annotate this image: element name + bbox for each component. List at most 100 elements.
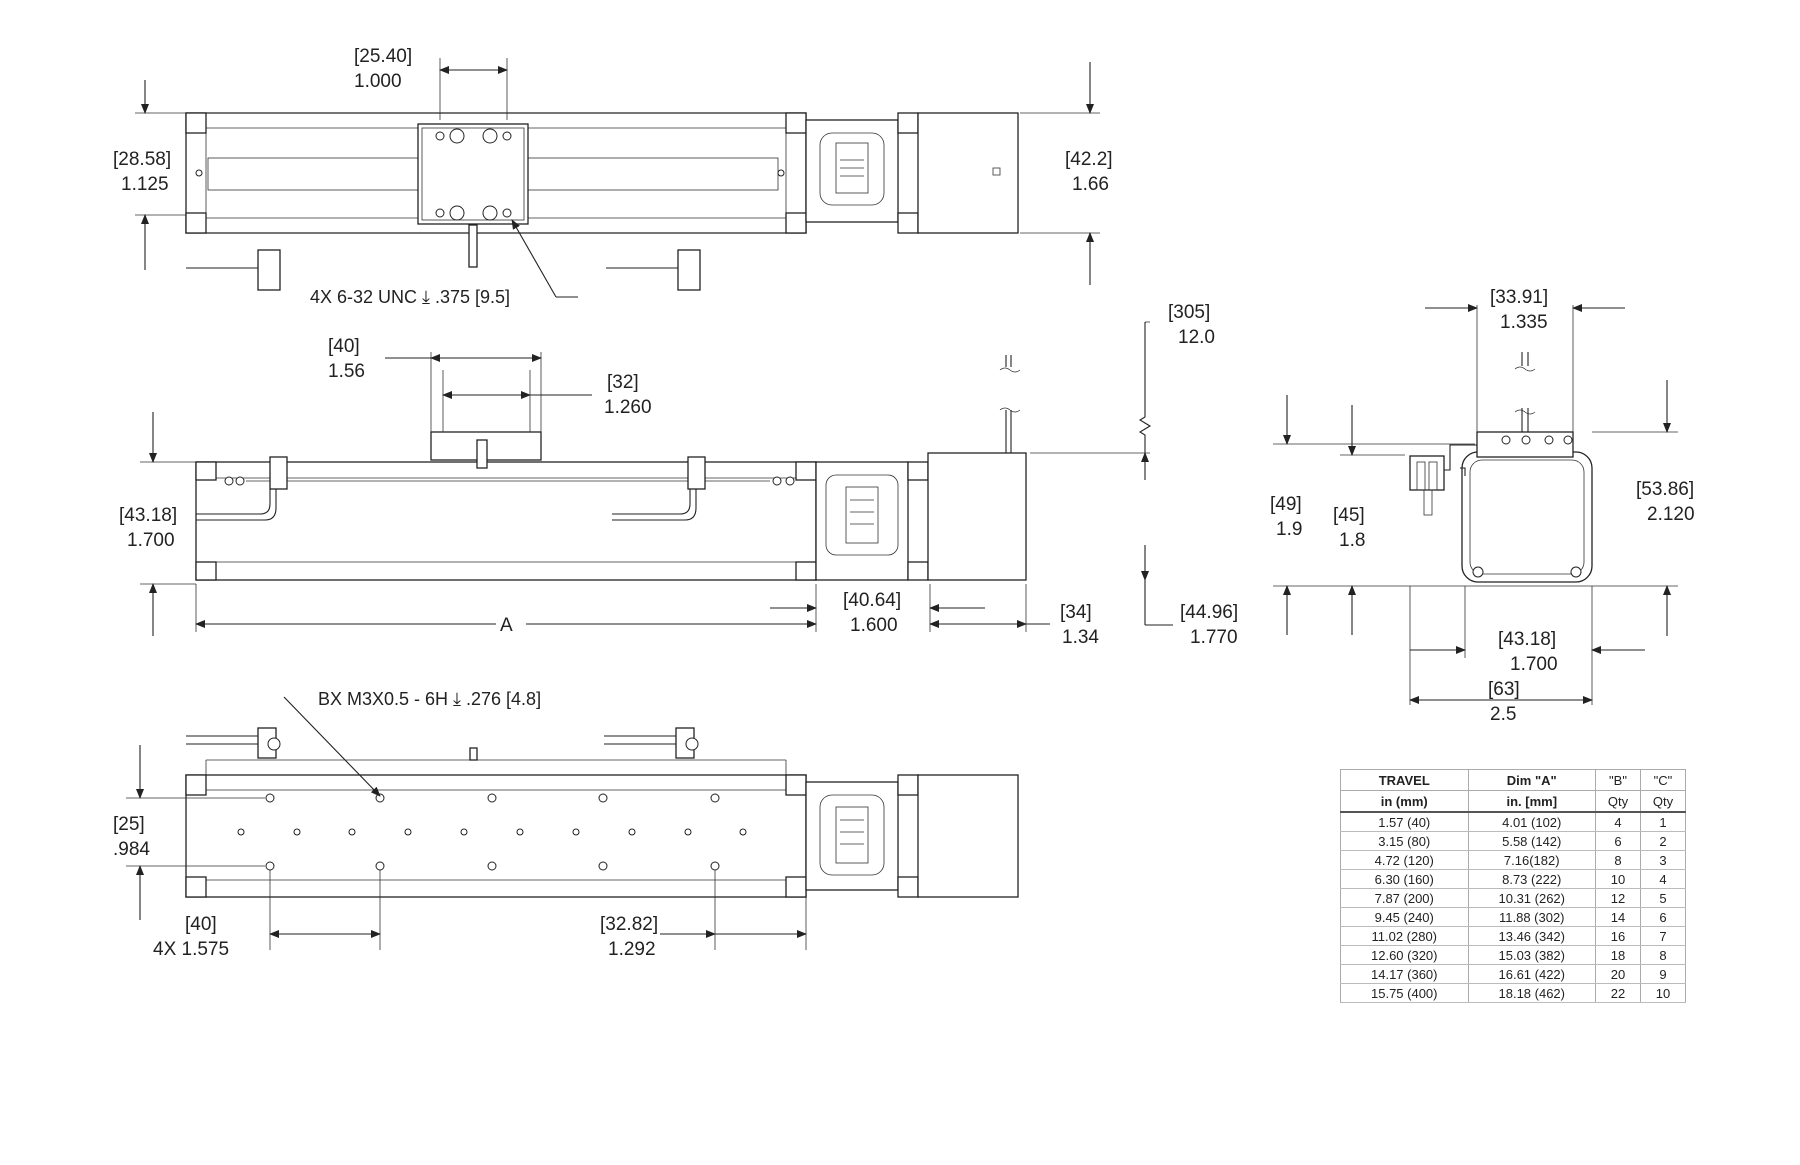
table-cell: 9.45 (240) xyxy=(1340,907,1469,927)
table-cell: 14 xyxy=(1595,907,1641,927)
bottom-dim-3282-in: 1.292 xyxy=(608,939,656,960)
table-cell: 6 xyxy=(1639,907,1687,927)
table-cell: 10.31 (262) xyxy=(1467,888,1596,908)
side-dim-40-in: 1.56 xyxy=(328,361,365,382)
table-cell: 6 xyxy=(1595,831,1641,851)
table-cell: 4 xyxy=(1639,869,1687,889)
top-dim-left-in: 1.125 xyxy=(121,174,169,195)
table-cell: 11.02 (280) xyxy=(1340,926,1469,946)
side-dim-32-mm: [32] xyxy=(607,372,639,393)
bottom-thread-note: BX M3X0.5 - 6H ⤓ .276 [4.8] xyxy=(318,689,541,709)
bottom-dim-25-mm: [25] xyxy=(113,814,145,835)
travel-dimension-table: TRAVEL Dim "A" "B" "C" in (mm) in. [mm] … xyxy=(1340,769,1687,1003)
top-thread-note: 4X 6-32 UNC ⤓ .375 [9.5] xyxy=(310,287,510,307)
side-dim-34-in: 1.34 xyxy=(1062,627,1099,648)
header-dim-a: Dim "A" xyxy=(1467,769,1596,791)
mounting-holes xyxy=(237,793,747,871)
end-dim-3391-in: 1.335 xyxy=(1500,312,1548,333)
top-dim-right-mm: [42.2] xyxy=(1065,149,1113,170)
end-view: [33.91] 1.335 [49] 1.9 [45] 1.8 [53.86] … xyxy=(1270,287,1695,725)
table-cell: 8 xyxy=(1595,850,1641,870)
table-cell: 1.57 (40) xyxy=(1340,812,1469,832)
header-travel: TRAVEL xyxy=(1340,769,1469,791)
side-dim-32-in: 1.260 xyxy=(604,397,652,418)
top-dim-width-in: 1.000 xyxy=(354,71,402,92)
table-cell: 10 xyxy=(1595,869,1641,889)
side-dim-4064-mm: [40.64] xyxy=(843,590,901,611)
header-c: "C" xyxy=(1639,769,1687,791)
table-cell: 15.03 (382) xyxy=(1467,945,1596,965)
table-cell: 12.60 (320) xyxy=(1340,945,1469,965)
subheader-b: Qty xyxy=(1595,790,1641,813)
table-cell: 2 xyxy=(1639,831,1687,851)
end-dim-4318-in: 1.700 xyxy=(1510,654,1558,675)
table-cell: 3 xyxy=(1639,850,1687,870)
table-cell: 9 xyxy=(1639,964,1687,984)
header-b: "B" xyxy=(1595,769,1641,791)
end-dim-63-in: 2.5 xyxy=(1490,704,1516,725)
end-dim-3391-mm: [33.91] xyxy=(1490,287,1548,308)
table-cell: 4 xyxy=(1595,812,1641,832)
table-cell: 12 xyxy=(1595,888,1641,908)
side-dim-305-mm: [305] xyxy=(1168,302,1210,323)
side-dim-height-mm: [43.18] xyxy=(119,505,177,526)
table-cell: 20 xyxy=(1595,964,1641,984)
table-cell: 14.17 (360) xyxy=(1340,964,1469,984)
bottom-dim-3282-mm: [32.82] xyxy=(600,914,658,935)
top-dim-width-mm: [25.40] xyxy=(354,46,412,67)
side-dim-a: A xyxy=(500,615,513,636)
table-cell: 5.58 (142) xyxy=(1467,831,1596,851)
carriage-mount-holes xyxy=(435,128,512,221)
bottom-view: BX M3X0.5 - 6H ⤓ .276 [4.8] [25] .984 [4… xyxy=(113,689,1019,960)
end-dim-49-mm: [49] xyxy=(1270,494,1302,515)
end-dim-5386-in: 2.120 xyxy=(1647,504,1695,525)
end-dim-4318-mm: [43.18] xyxy=(1498,629,1556,650)
table-cell: 10 xyxy=(1639,983,1687,1003)
top-view: [25.40] 1.000 [28.58] 1.125 [42.2] 1.66 … xyxy=(113,46,1113,307)
table-header-row: TRAVEL Dim "A" "B" "C" xyxy=(1340,769,1687,791)
top-dim-right-in: 1.66 xyxy=(1072,174,1109,195)
table-cell: 7 xyxy=(1639,926,1687,946)
side-dim-4064-in: 1.600 xyxy=(850,615,898,636)
table-cell: 11.88 (302) xyxy=(1467,907,1596,927)
side-dim-height-in: 1.700 xyxy=(127,530,175,551)
end-dim-45-mm: [45] xyxy=(1333,505,1365,526)
table-cell: 22 xyxy=(1595,983,1641,1003)
bottom-dim-40-mm: [40] xyxy=(185,914,217,935)
table-subheader-row: in (mm) in. [mm] Qty Qty xyxy=(1340,790,1687,813)
table-cell: 16 xyxy=(1595,926,1641,946)
end-dim-63-mm: [63] xyxy=(1488,679,1520,700)
table-cell: 5 xyxy=(1639,888,1687,908)
end-dim-45-in: 1.8 xyxy=(1339,530,1365,551)
subheader-c: Qty xyxy=(1639,790,1687,813)
bottom-dim-40-in: 4X 1.575 xyxy=(153,939,229,960)
end-dim-49-in: 1.9 xyxy=(1276,519,1302,540)
table-cell: 4.01 (102) xyxy=(1467,812,1596,832)
table-cell: 7.87 (200) xyxy=(1340,888,1469,908)
table-cell: 18 xyxy=(1595,945,1641,965)
side-dim-4496-in: 1.770 xyxy=(1190,627,1238,648)
table-cell: 3.15 (80) xyxy=(1340,831,1469,851)
table-cell: 6.30 (160) xyxy=(1340,869,1469,889)
top-dim-left-mm: [28.58] xyxy=(113,149,171,170)
table-cell: 13.46 (342) xyxy=(1467,926,1596,946)
side-dim-40-mm: [40] xyxy=(328,336,360,357)
table-cell: 8 xyxy=(1639,945,1687,965)
table-cell: 8.73 (222) xyxy=(1467,869,1596,889)
table-cell: 16.61 (422) xyxy=(1467,964,1596,984)
table-cell: 1 xyxy=(1639,812,1687,832)
subheader-travel: in (mm) xyxy=(1340,790,1469,813)
bottom-dim-25-in: .984 xyxy=(113,839,150,860)
table-cell: 7.16(182) xyxy=(1467,850,1596,870)
